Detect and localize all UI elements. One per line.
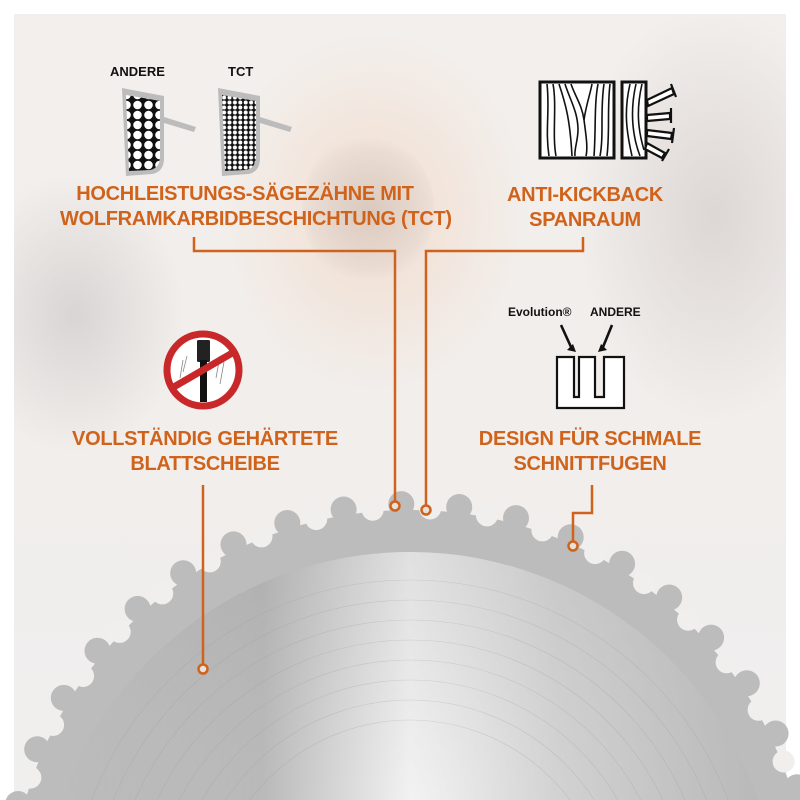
background-saw-hub <box>302 134 434 284</box>
kerf-label-andere: ANDERE <box>590 305 641 319</box>
tct-compare-left-label: ANDERE <box>110 64 165 79</box>
hardened-title-line1: VOLLSTÄNDIG GEHÄRTETE <box>72 428 338 450</box>
tct-connector-dot <box>389 500 401 512</box>
andere-tooth-icon <box>122 88 196 176</box>
kerf-label-evolution: Evolution® <box>508 305 572 319</box>
tct-feature-title: HOCHLEISTUNGS-SÄGEZÄHNE MIT WOLFRAMKARBI… <box>60 182 452 232</box>
kickback-feature-title: ANTI-KICKBACK SPANRAUM <box>480 183 690 233</box>
kickback-title-line2: SPANRAUM <box>529 209 641 231</box>
hardened-title-line2: BLATTSCHEIBE <box>130 453 280 475</box>
kickback-connector-dot <box>420 504 432 516</box>
hardened-feature-title: VOLLSTÄNDIG GEHÄRTETE BLATTSCHEIBE <box>55 427 355 477</box>
tct-title-line1: HOCHLEISTUNGS-SÄGEZÄHNE MIT <box>76 183 414 205</box>
tct-connector-line <box>192 237 397 503</box>
kerf-title-line1: DESIGN FÜR SCHMALE <box>478 428 702 450</box>
kerf-feature-title: DESIGN FÜR SCHMALE SCHNITTFUGEN <box>470 427 710 477</box>
tct-title-line2: WOLFRAMKARBIDBESCHICHTUNG (TCT) <box>60 208 452 230</box>
kickback-connector-line <box>424 237 585 507</box>
kerf-title-line2: SCHNITTFUGEN <box>513 453 667 475</box>
kerf-connector-line <box>571 485 594 543</box>
hardened-connector-dot <box>197 663 209 675</box>
kickback-title-line1: ANTI-KICKBACK <box>506 184 664 206</box>
tct-compare-right-label: TCT <box>228 64 254 79</box>
callout-connectors <box>192 237 594 667</box>
tct-tooth-icon <box>218 88 292 176</box>
kerf-connector-dot <box>567 540 579 552</box>
